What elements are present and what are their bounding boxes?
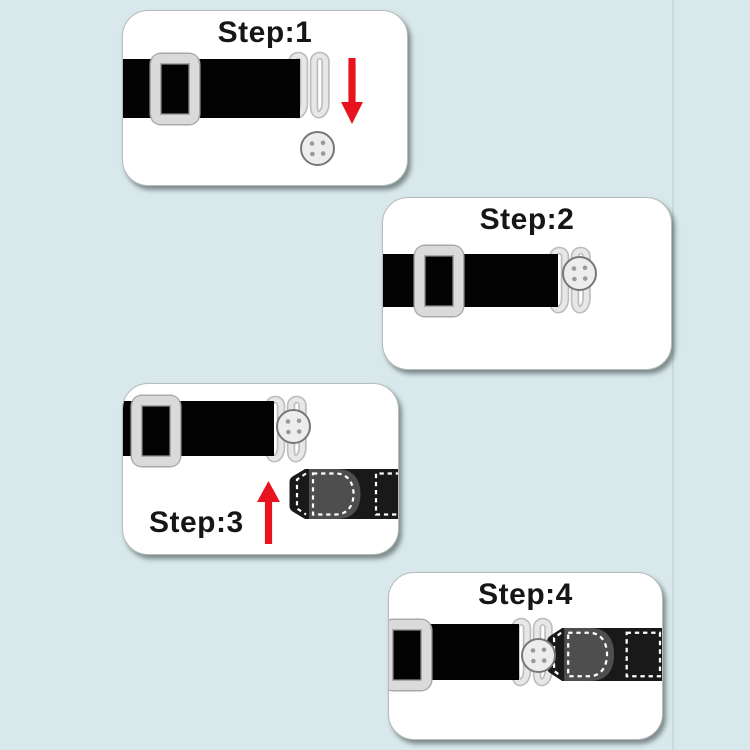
belt-strap — [123, 59, 300, 118]
step-2-card: Step:2 — [382, 197, 672, 370]
background-seam-line — [672, 0, 674, 750]
up-arrow-icon — [257, 481, 280, 544]
step-3-title: Step:3 — [149, 506, 244, 539]
button-icon — [300, 131, 335, 166]
step-4-title: Step:4 — [478, 578, 573, 611]
slider-buckle-icon — [132, 396, 180, 466]
step-1-title: Step:1 — [217, 16, 313, 49]
button-icon — [521, 638, 556, 673]
step-2-title: Step:2 — [479, 203, 575, 236]
button-icon — [276, 409, 311, 444]
step-1-card: Step:1 — [122, 10, 408, 186]
belt-strap — [383, 254, 558, 307]
slider-buckle-icon — [415, 246, 463, 316]
button-icon — [562, 256, 597, 291]
stitched-extender-strap — [289, 469, 398, 519]
belt-strap — [123, 401, 274, 456]
stitched-extender-strap — [547, 628, 662, 681]
step-3-card: Step:3 — [122, 383, 399, 555]
down-arrow-icon — [341, 58, 363, 124]
slider-buckle-icon — [389, 620, 431, 690]
slider-buckle-icon — [151, 54, 199, 124]
step-4-card: Step:4 — [388, 572, 663, 740]
belt-strap — [389, 624, 519, 680]
